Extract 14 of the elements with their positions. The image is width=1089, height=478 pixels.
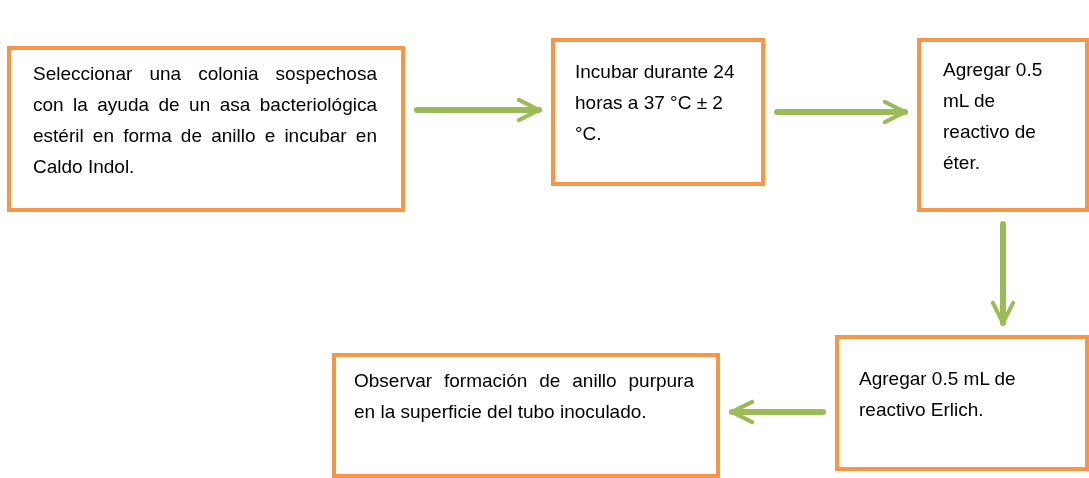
step-text: Observar formación de anillo purpura en la superficie del tubo inoculado.	[354, 369, 694, 424]
step-text: Agregar 0.5 mL de reactivo de éter.	[943, 58, 1044, 175]
step-text: Seleccionar una colonia sospechosa con la ayuda de un asa bacteriológica estéril en forma de anillo e incubar en Caldo Indol.	[33, 62, 377, 179]
arrow	[774, 99, 908, 125]
process-box	[917, 38, 1089, 212]
arrow	[990, 221, 1016, 326]
arrow	[414, 97, 542, 123]
arrow	[729, 399, 826, 425]
step-text: Agregar 0.5 mL de reactivo Erlich.	[859, 367, 1017, 422]
step-text: Incubar durante 24 horas a 37 °C ± 2 °C.	[575, 60, 736, 146]
process-box	[7, 46, 405, 212]
process-box	[835, 335, 1089, 471]
process-box	[332, 353, 720, 478]
process-box	[551, 38, 765, 186]
